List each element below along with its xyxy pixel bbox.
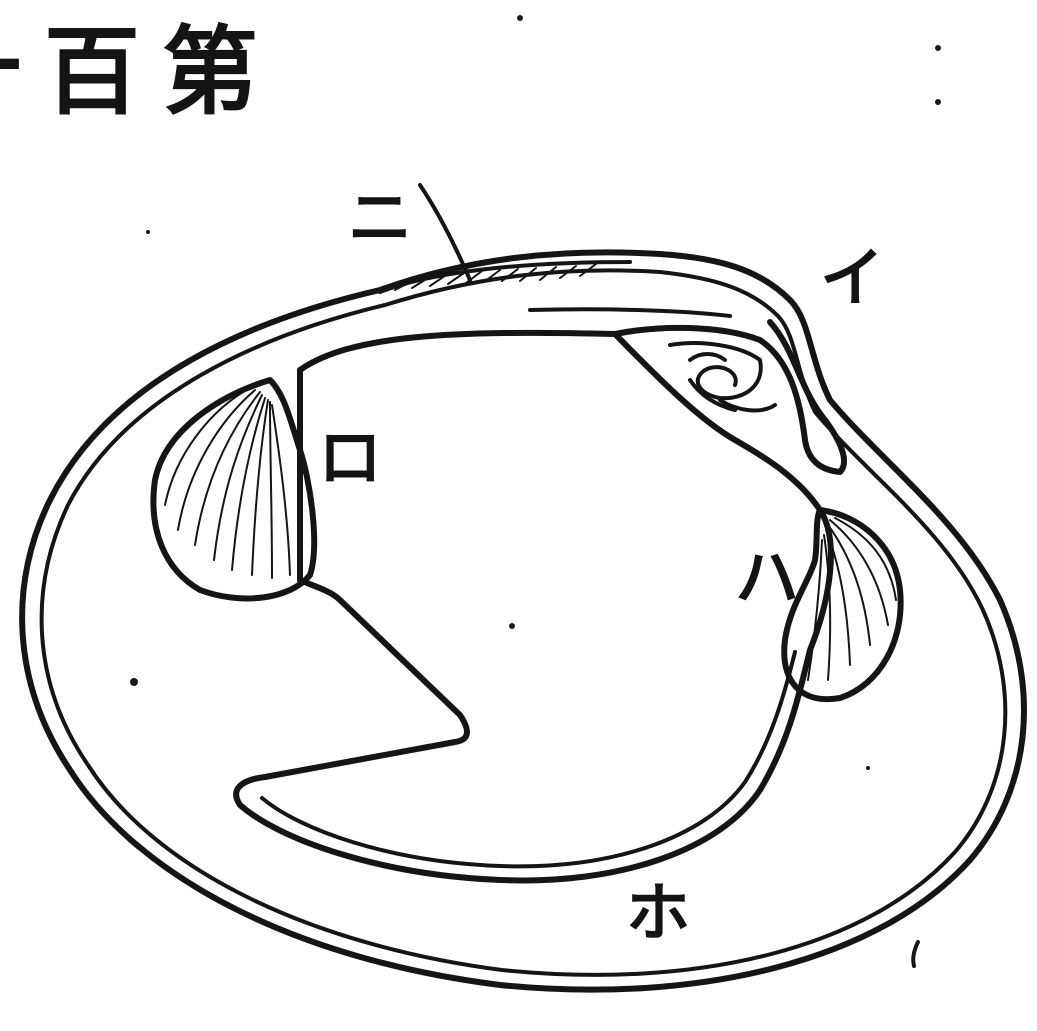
label-ho: ホ <box>626 877 690 951</box>
print-specks <box>130 15 941 966</box>
anterior-adductor-hatching <box>165 388 290 578</box>
label-ha: ハ <box>735 542 799 616</box>
figure-title-text: 第百十六圖 <box>0 15 280 128</box>
label-ro: ロ <box>318 422 382 496</box>
ligament-inner-edge <box>530 309 730 316</box>
shell-outer-edge-inner <box>42 270 1006 975</box>
label-i: イ <box>820 242 884 316</box>
figure-title: 第百十六圖 <box>0 15 280 128</box>
label-ni-pointer <box>420 185 470 280</box>
label-ni: ニ <box>348 182 412 256</box>
